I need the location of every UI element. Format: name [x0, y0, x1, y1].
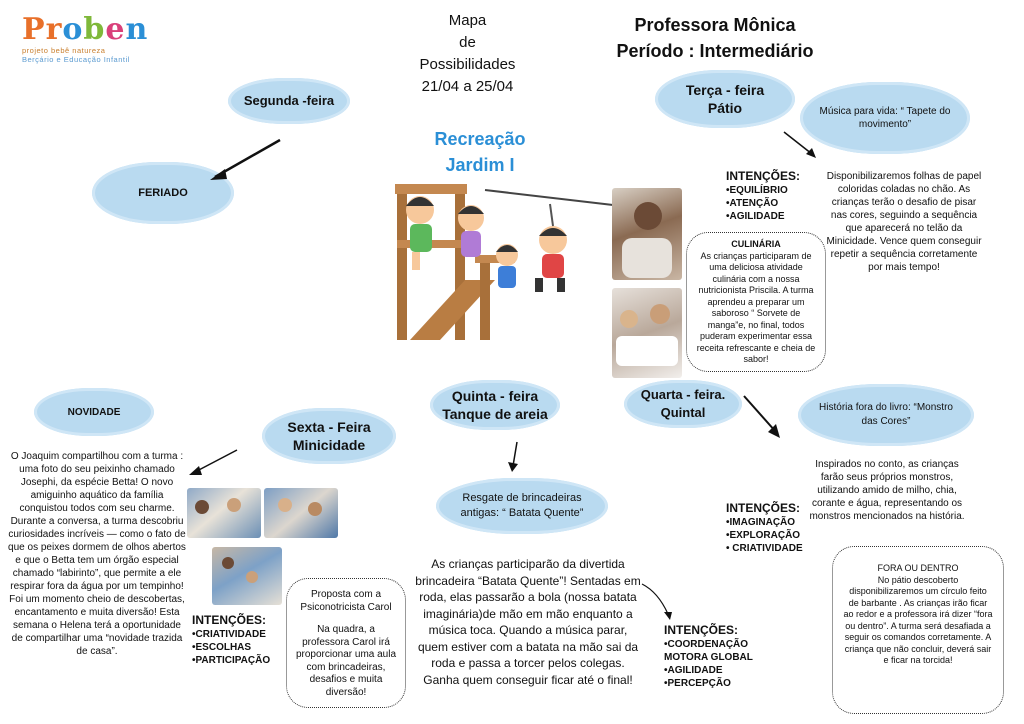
- wednesday-activity-title: História fora do livro: “Monstro das Cor…: [819, 402, 953, 427]
- tuesday-intentions: INTENÇÕES: •EQUILÍBRIO •ATENÇÃO •AGILIDA…: [726, 168, 826, 223]
- period-label: Período : Intermediário: [616, 41, 814, 61]
- arrow-icon: [210, 138, 281, 180]
- logo-letter: P: [22, 12, 46, 47]
- novidade-text: O Joaquim compartilhou com a turma : uma…: [8, 451, 186, 657]
- friday-photo-3: [212, 547, 282, 605]
- cooking-photo-1: [612, 188, 682, 280]
- friday-intentions-title: INTENÇÕES:: [192, 613, 267, 627]
- wednesday-location: Quintal: [660, 405, 706, 420]
- culinaria-title: CULINÁRIA: [731, 239, 781, 249]
- friday-cloud: Sexta - Feira Minicidade: [262, 408, 396, 464]
- intention-item: •EQUILÍBRIO: [726, 185, 788, 196]
- tuesday-activity-title: Música para vida: “ Tapete do movimento”: [819, 106, 951, 130]
- intention-item: •IMAGINAÇÃO: [726, 517, 796, 528]
- child-green-icon: [406, 196, 434, 270]
- intention-item: •AGILIDADE: [664, 665, 723, 676]
- title-line: Possibilidades: [419, 56, 516, 73]
- logo-letter: b: [83, 12, 106, 47]
- arrow-icon: [189, 449, 238, 475]
- page-title: Mapa de Possibilidades 21/04 a 25/04: [400, 10, 535, 98]
- proben-logo: Proben projeto bebê natureza Berçário e …: [22, 14, 162, 68]
- friday-location: Minicidade: [292, 437, 366, 453]
- logo-tagline: projeto bebê natureza: [22, 46, 106, 55]
- center-title-line1: Recreação: [434, 129, 526, 149]
- wednesday-description: Inspirados no conto, as crianças farão s…: [809, 459, 965, 522]
- fora-ou-dentro-text: No pátio descoberto disponibilizaremos u…: [843, 574, 993, 666]
- tuesday-description: Disponibilizaremos folhas de papel color…: [826, 171, 982, 273]
- thursday-activity-cloud: Resgate de brincadeiras antigas: “ Batat…: [436, 478, 608, 534]
- cooking-photo-2: [612, 288, 682, 378]
- logo-letter: o: [62, 12, 84, 47]
- monday-note: FERIADO: [138, 187, 188, 199]
- intention-item: •AGILIDADE: [726, 211, 785, 222]
- intention-item: •CRIATIVIDADE: [192, 629, 266, 640]
- thursday-location: Tanque de areia: [442, 406, 548, 422]
- teacher-heading: Professora Mônica Período : Intermediári…: [600, 12, 830, 64]
- wednesday-intentions-title: INTENÇÕES:: [726, 501, 801, 515]
- monday-cloud: Segunda -feira: [228, 78, 350, 124]
- thursday-activity-title: Resgate de brincadeiras antigas: “ Batat…: [460, 492, 584, 519]
- logo-letter: n: [125, 12, 149, 47]
- thursday-description: As crianças participarão da divertida br…: [415, 557, 641, 687]
- thursday-day-label: Quinta - feira: [451, 388, 539, 404]
- culinaria-text: As crianças participaram de uma delicios…: [696, 250, 816, 365]
- logo-letter: r: [45, 12, 63, 47]
- arrow-icon: [783, 131, 816, 158]
- title-line: Mapa: [448, 12, 487, 29]
- culinaria-box: CULINÁRIA As crianças participaram de um…: [686, 232, 826, 372]
- child-blue-icon: [496, 244, 518, 288]
- wednesday-intentions: INTENÇÕES: •IMAGINAÇÃO •EXPLORAÇÃO • CRI…: [726, 500, 836, 555]
- center-title: Recreação Jardim I: [410, 126, 550, 178]
- thursday-intentions: INTENÇÕES: •COORDENAÇÃO MOTORA GLOBAL •A…: [664, 622, 764, 690]
- thursday-intentions-title: INTENÇÕES:: [664, 623, 739, 637]
- intention-item: •COORDENAÇÃO MOTORA GLOBAL: [664, 639, 753, 663]
- title-dates: 21/04 a 25/04: [421, 78, 514, 95]
- intention-item: • CRIATIVIDADE: [726, 543, 803, 554]
- tuesday-activity-cloud: Música para vida: “ Tapete do movimento”: [800, 82, 970, 154]
- fora-ou-dentro-box: FORA OU DENTRO No pátio descoberto dispo…: [832, 546, 1004, 714]
- proposal-title: Proposta com a Psiconotricista Carol: [300, 589, 392, 613]
- title-line: de: [459, 34, 476, 51]
- novidade-title: NOVIDADE: [67, 406, 121, 418]
- friday-photo-2: [264, 488, 338, 538]
- logo-letter: e: [105, 12, 126, 47]
- intention-item: •ATENÇÃO: [726, 198, 779, 209]
- friday-intentions: INTENÇÕES: •CRIATIVIDADE •ESCOLHAS •PART…: [192, 612, 288, 667]
- intention-item: •PERCEPÇÃO: [664, 678, 731, 689]
- intention-item: •EXPLORAÇÃO: [726, 530, 801, 541]
- friday-day-label: Sexta - Feira: [287, 419, 371, 435]
- tuesday-day-label: Terça - feira: [685, 82, 765, 98]
- monday-note-cloud: FERIADO: [92, 162, 234, 224]
- wednesday-cloud: Quarta - feira. Quintal: [624, 380, 742, 428]
- proposal-box: Proposta com a Psiconotricista Carol Na …: [286, 578, 406, 708]
- arrow-icon: [641, 583, 672, 620]
- novidade-cloud: NOVIDADE: [34, 388, 154, 436]
- friday-photo-1: [187, 488, 261, 538]
- zipline-icon: [484, 189, 614, 206]
- teacher-name: Professora Mônica: [634, 15, 796, 35]
- tuesday-cloud: Terça - feira Pátio: [655, 70, 795, 128]
- child-purple-icon: [458, 205, 484, 257]
- intention-item: •ESCOLHAS: [192, 642, 252, 653]
- tuesday-location: Pátio: [707, 100, 743, 116]
- wednesday-activity-cloud: História fora do livro: “Monstro das Cor…: [798, 384, 974, 446]
- proposal-text: Na quadra, a professora Carol irá propor…: [295, 624, 397, 698]
- logo-wordmark: Proben: [22, 14, 162, 46]
- intention-item: •PARTICIPAÇÃO: [192, 655, 271, 666]
- arrow-icon: [743, 395, 780, 438]
- thursday-cloud: Quinta - feira Tanque de areia: [430, 380, 560, 430]
- center-title-line2: Jardim I: [445, 155, 515, 175]
- logo-subtitle: Berçário e Educação Infantil: [22, 55, 130, 64]
- monday-day-label: Segunda -feira: [243, 93, 335, 108]
- arrow-icon: [508, 441, 518, 472]
- fora-ou-dentro-title: FORA OU DENTRO: [877, 563, 959, 573]
- tuesday-intentions-title: INTENÇÕES:: [726, 169, 801, 183]
- playground-illustration: [395, 184, 614, 340]
- child-red-icon: [535, 203, 567, 292]
- wednesday-day-label: Quarta - feira.: [640, 387, 726, 402]
